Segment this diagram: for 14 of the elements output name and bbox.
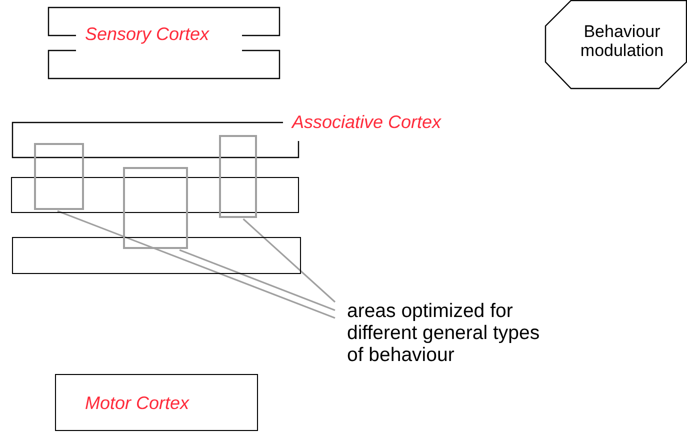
cortex-box — [55, 374, 258, 431]
leader-line — [57, 210, 336, 319]
area-box — [34, 143, 84, 210]
layer-bar — [11, 177, 299, 213]
area-box — [123, 167, 188, 249]
leader-line — [179, 249, 336, 312]
node-label: Behaviour modulation — [579, 22, 665, 60]
layer-label: Associative Cortex — [292, 112, 442, 133]
leader-line — [242, 218, 336, 303]
area-box — [219, 135, 257, 218]
layer-label: Motor Cortex — [85, 393, 190, 414]
annotation-text: areas optimized for different general types of behaviour — [347, 300, 547, 366]
layer-label: Sensory Cortex — [85, 24, 210, 45]
layer-bar — [12, 237, 301, 274]
